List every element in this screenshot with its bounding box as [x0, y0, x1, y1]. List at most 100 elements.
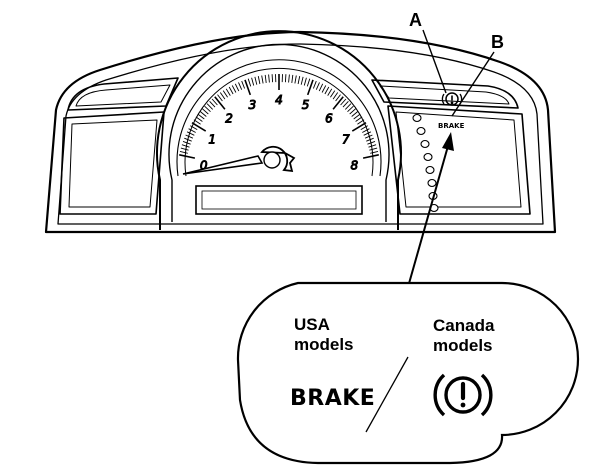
warning-lamp — [425, 165, 435, 175]
tach-scale-ring-inner — [184, 67, 374, 177]
canada-models-heading-line2: models — [433, 336, 493, 355]
tach-minor-tick — [300, 76, 304, 85]
tach-minor-tick — [180, 147, 189, 151]
odometer-display — [195, 185, 363, 215]
odometer-display-inner — [201, 190, 357, 210]
warning-lamp — [412, 113, 422, 123]
left-upper-window-inner — [75, 84, 171, 107]
tach-minor-tick — [199, 111, 207, 117]
cluster-brake-symbol-ring — [445, 92, 459, 106]
tach-major-tick — [351, 122, 367, 132]
tach-minor-tick — [349, 108, 356, 115]
inset-bubble: USA models Canada models BRAKE — [236, 281, 580, 465]
tach-minor-tick — [291, 74, 294, 83]
tach-minor-tick — [368, 144, 377, 148]
inset-pointer-arrowhead — [442, 132, 454, 151]
tach-outer-housing — [156, 30, 402, 230]
tach-minor-tick — [193, 119, 201, 125]
tach-minor-tick — [264, 74, 267, 83]
brake-warning-icon-arc-left — [433, 373, 446, 417]
tach-minor-tick — [370, 150, 379, 154]
tach-number: 3 — [249, 98, 257, 112]
warning-lamp-column — [412, 113, 439, 213]
usa-brake-text: BRAKE — [290, 386, 375, 411]
tach-minor-tick — [190, 125, 198, 130]
right-lower-window — [387, 105, 531, 215]
tach-bezel — [168, 43, 390, 222]
callout-a-line — [422, 29, 447, 94]
inset-pointer-line — [407, 145, 449, 288]
tach-minor-tick — [195, 116, 203, 122]
tach-minor-tick — [197, 113, 205, 120]
tach-minor-tick — [330, 90, 336, 98]
tach-number: 6 — [325, 112, 333, 126]
tach-minor-tick — [327, 88, 333, 96]
tach-minor-tick — [355, 116, 363, 122]
tach-minor-tick — [357, 119, 365, 125]
canada-models-heading-line1: Canada — [433, 316, 495, 335]
tach-major-tick — [179, 154, 196, 159]
tach-number: 0 — [200, 158, 208, 172]
tach-minor-tick — [324, 86, 330, 95]
left-lower-window — [59, 111, 165, 215]
tach-major-tick — [214, 96, 226, 110]
tach-minor-tick — [353, 113, 361, 120]
tach-minor-tick — [247, 78, 252, 87]
tach-minor-tick — [185, 134, 194, 139]
tach-minor-tick — [332, 92, 339, 100]
tach-minor-tick — [209, 100, 216, 108]
usa-models-heading-line2: models — [294, 335, 354, 354]
tach-minor-tick — [271, 74, 274, 83]
cluster-brake-symbol — [441, 92, 463, 106]
tach-minor-tick — [261, 75, 264, 84]
tach-minor-tick — [186, 131, 195, 136]
right-upper-window-inner — [379, 85, 510, 105]
tach-minor-tick — [367, 140, 376, 145]
callout-lines — [407, 29, 495, 288]
tach-minor-tick — [335, 94, 341, 102]
tach-major-tick — [362, 154, 379, 159]
tach-minor-tick — [369, 147, 378, 151]
tach-minor-tick — [362, 128, 370, 133]
tach-number: 7 — [342, 133, 350, 147]
left-lower-window-inner — [68, 119, 158, 208]
tach-minor-tick — [234, 83, 240, 92]
tach-minor-tick — [363, 131, 372, 136]
tach-minor-tick — [351, 111, 359, 117]
tach-minor-tick — [179, 150, 188, 154]
tach-minor-tick — [204, 105, 211, 113]
tach-major-tick — [244, 79, 252, 96]
tach-minor-tick — [306, 78, 311, 87]
tach-minor-tick — [321, 85, 327, 93]
tach-minor-tick — [303, 77, 307, 86]
tach-needle — [182, 155, 264, 175]
tach-minor-tick — [202, 108, 209, 115]
tach-minor-tick — [225, 88, 231, 96]
tach-minor-tick — [184, 137, 192, 142]
tach-minor-tick — [217, 94, 223, 102]
brake-warning-icon — [433, 373, 493, 417]
cluster-brake-symbol-dot — [450, 101, 454, 105]
tach-minor-tick — [294, 75, 297, 84]
warning-lamp — [420, 139, 430, 149]
brake-warning-icon-arc-right — [480, 373, 493, 417]
tach-major-tick — [191, 122, 207, 132]
tach-minor-tick — [182, 140, 191, 145]
tach-minor-tick — [312, 80, 317, 89]
tach-needle-hub — [260, 145, 296, 173]
tach-minor-tick — [222, 90, 228, 98]
tach-minor-tick — [251, 77, 255, 86]
tach-major-tick — [306, 79, 314, 96]
tach-minor-tick — [315, 82, 320, 90]
tach-hub-center — [263, 151, 281, 169]
tach-minor-tick — [188, 128, 196, 133]
tach-minor-tick — [181, 144, 190, 148]
tach-minor-tick — [268, 74, 270, 83]
brake-warning-icon-ring — [444, 376, 482, 414]
cluster-inner-rim — [57, 43, 544, 225]
tach-number: 4 — [275, 93, 283, 107]
tach-minor-tick — [257, 76, 261, 85]
tach-major-tick — [332, 96, 344, 110]
